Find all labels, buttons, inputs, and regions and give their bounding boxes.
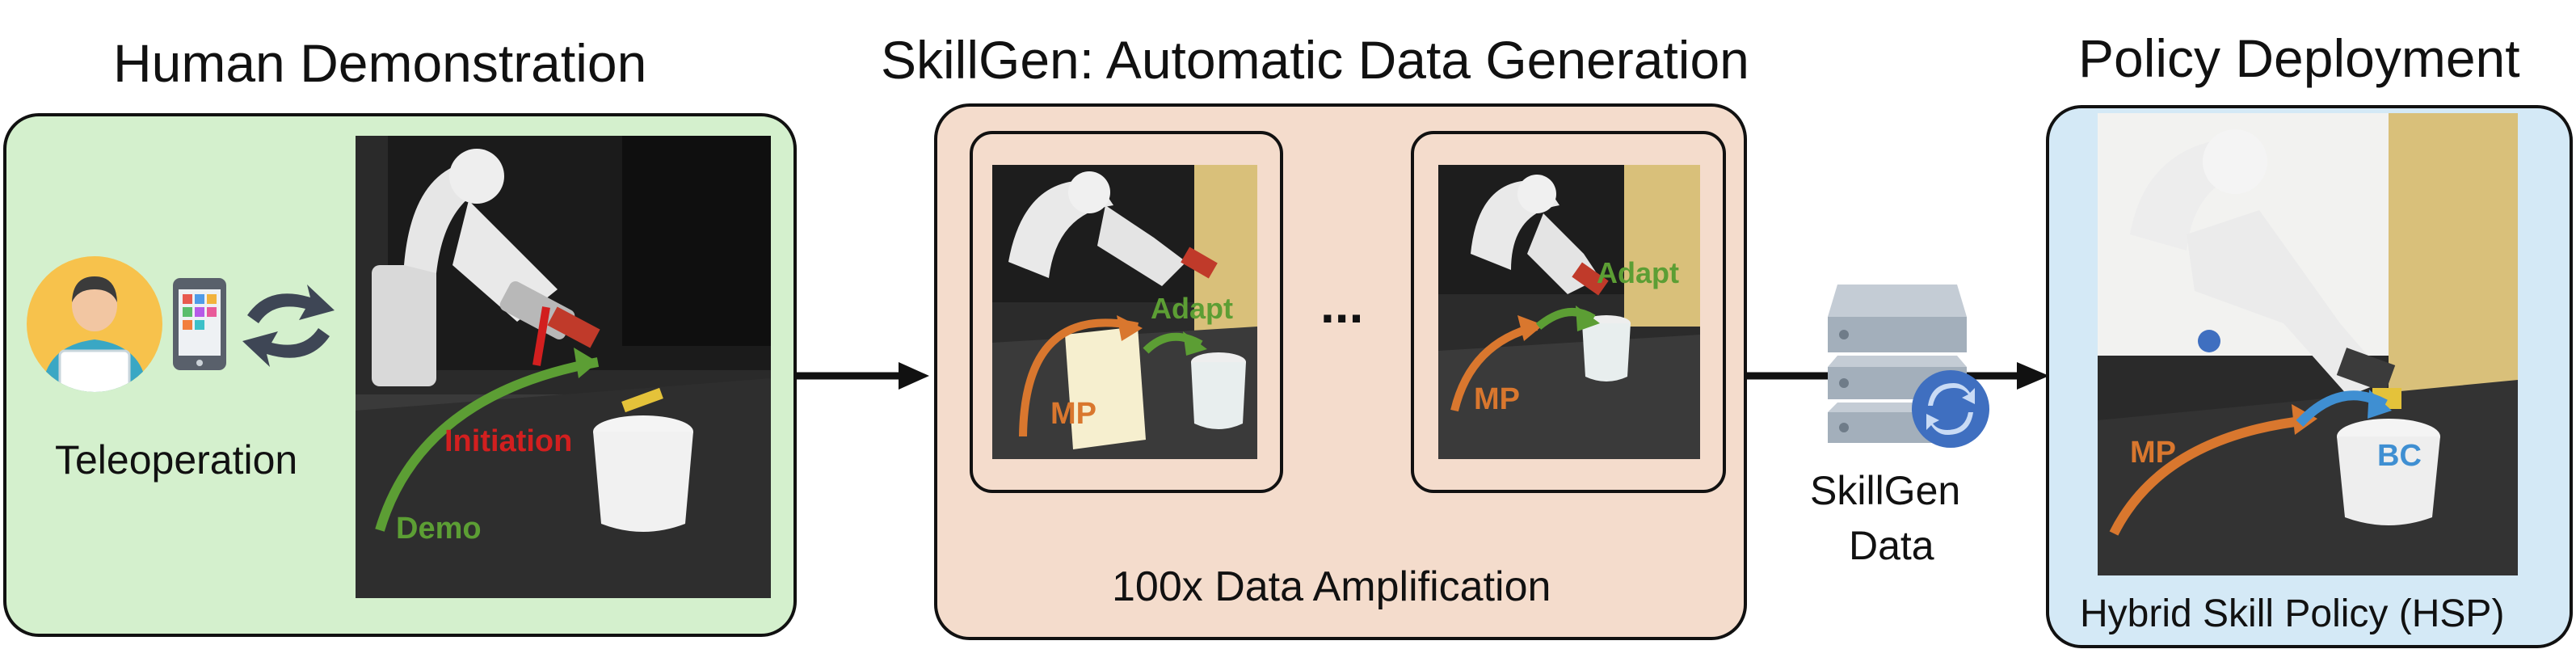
initiation-label: Initiation bbox=[444, 424, 572, 458]
mp-label-1: MP bbox=[1050, 397, 1096, 431]
adapt-label-1: Adapt bbox=[1151, 292, 1233, 325]
skillgen-title: SkillGen: Automatic Data Generation bbox=[881, 30, 1749, 90]
sample-card-2 bbox=[1411, 131, 1726, 493]
sync-arrows-icon bbox=[242, 285, 335, 367]
hybrid-skill-policy-label: Hybrid Skill Policy (HSP) bbox=[2080, 592, 2505, 635]
deployment-photo: MP BC bbox=[2098, 113, 2518, 575]
teleoperation-label: Teleoperation bbox=[55, 437, 298, 483]
sample-card-1 bbox=[970, 131, 1283, 493]
deployment-title: Policy Deployment bbox=[2078, 28, 2520, 88]
amplification-label: 100x Data Amplification bbox=[1112, 563, 1551, 610]
demo-label: Demo bbox=[396, 512, 482, 546]
server-icon bbox=[1828, 285, 1967, 443]
human-demo-photo: Initiation Demo bbox=[356, 136, 771, 598]
mp-label-2: MP bbox=[1474, 382, 1520, 416]
skillgen-data-label-1: SkillGen bbox=[1810, 468, 1961, 513]
flow-arrow-1 bbox=[795, 362, 929, 390]
bc-label: BC bbox=[2377, 439, 2422, 473]
mp-label-deploy: MP bbox=[2130, 436, 2176, 470]
skillgen-data-label-2: Data bbox=[1849, 523, 1934, 568]
refresh-icon bbox=[1912, 370, 1989, 448]
generated-demo-photo-2: MP Adapt bbox=[1438, 165, 1700, 459]
adapt-label-2: Adapt bbox=[1597, 256, 1679, 289]
tablet-icon bbox=[173, 278, 226, 370]
person-icon bbox=[27, 256, 162, 392]
generated-demo-photo-1: MP Adapt bbox=[992, 165, 1257, 459]
ellipsis: ... bbox=[1320, 276, 1364, 334]
human-demo-title: Human Demonstration bbox=[113, 33, 647, 93]
